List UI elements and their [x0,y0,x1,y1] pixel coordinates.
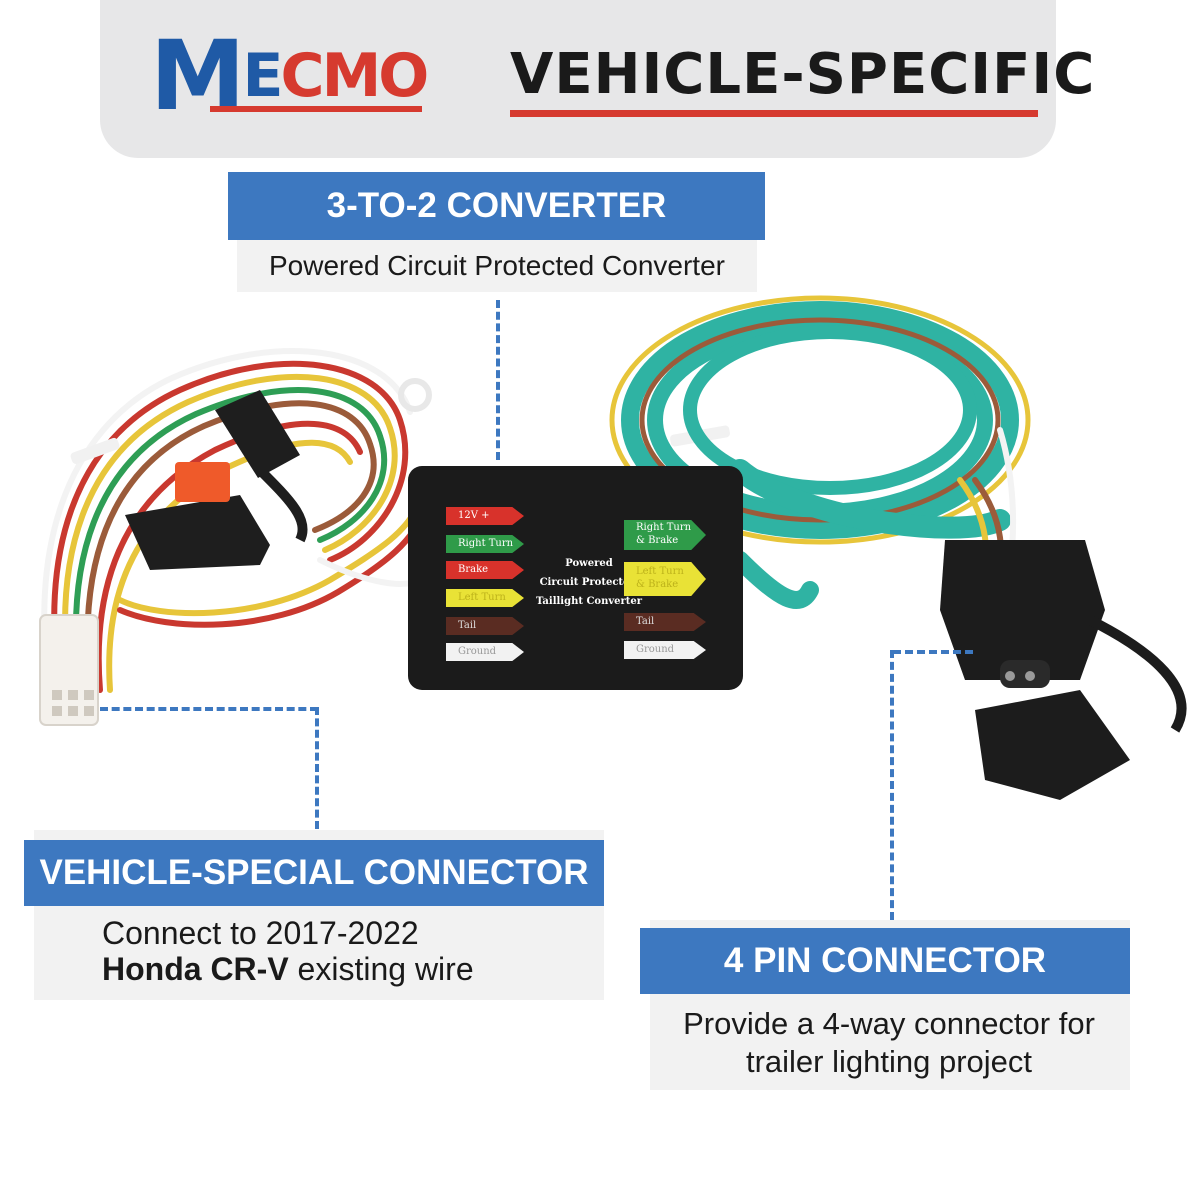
brand-logo: M E CMO [150,28,430,124]
header-title: VEHICLE-SPECIFIC [510,42,1096,107]
converter-callout-title: 3-TO-2 CONVERTER [228,172,765,240]
left-wire-harness [41,348,427,693]
fuse-holder [125,390,308,570]
four-pin-callout-text: Provide a 4-way connector for trailer li… [650,1005,1128,1081]
converter-center-line-1: Powered [565,558,613,569]
arrow-left-turn: Left Turn [446,589,524,607]
converter-label-panel: 12V + Right Turn Brake Left Turn Tail Gr… [440,500,730,670]
converter-callout-subtitle: Powered Circuit Protected Converter [237,240,757,292]
vehicle-connector-leader-horizontal [100,707,318,711]
ring-terminal [398,378,432,412]
right-turn-brake-line-2: & Brake [636,535,679,546]
logo-letters-cmo: CMO [280,41,430,111]
vehicle-plug [39,614,99,726]
four-pin-line-2: trailer lighting project [745,1044,1033,1079]
arrow-right-turn-brake: Right Turn & Brake [624,520,706,550]
arrow-tail-right: Tail [624,613,706,631]
arrow-ground-left: Ground [446,643,524,661]
right-wire-coil [609,295,1031,609]
arrow-ground-right: Ground [624,641,706,659]
four-pin-leader-horizontal [893,650,973,654]
arrow-brake: Brake [446,561,524,579]
vehicle-connector-line-2: Honda CR-V existing wire [102,951,582,987]
arrow-tail-left: Tail [446,617,524,635]
four-pin-callout-title: 4 PIN CONNECTOR [640,928,1130,994]
header-underline [510,110,1038,117]
right-turn-brake-line-1: Right Turn [636,522,692,533]
vehicle-connector-line-1: Connect to 2017-2022 [102,915,419,951]
arrow-right-turn: Right Turn [446,535,524,553]
vehicle-connector-leader-vertical [315,707,319,829]
left-turn-brake-line-1: Left Turn [636,566,684,577]
vehicle-model-name: Honda CR-V [102,951,289,987]
logo-letter-e: E [242,41,284,111]
four-pin-leader-vertical [890,650,894,920]
four-pin-plug [940,540,1187,800]
vehicle-connector-line-2-rest: existing wire [288,951,474,987]
four-pin-line-1: Provide a 4-way connector for [683,1006,1095,1041]
arrow-left-turn-brake: Left Turn & Brake [624,562,706,596]
arrow-12v: 12V + [446,507,524,525]
converter-center-line-3: Taillight Converter [535,596,643,607]
header-bar [100,0,1056,158]
logo-underline [210,106,423,112]
converter-leader-line [496,300,500,460]
converter-center-line-2: Circuit Protected [539,577,637,588]
left-turn-brake-line-2: & Brake [636,579,679,590]
vehicle-connector-callout-text: Connect to 2017-2022 Honda CR-V existing… [102,915,582,987]
vehicle-connector-callout-title: VEHICLE-SPECIAL CONNECTOR [24,840,604,906]
